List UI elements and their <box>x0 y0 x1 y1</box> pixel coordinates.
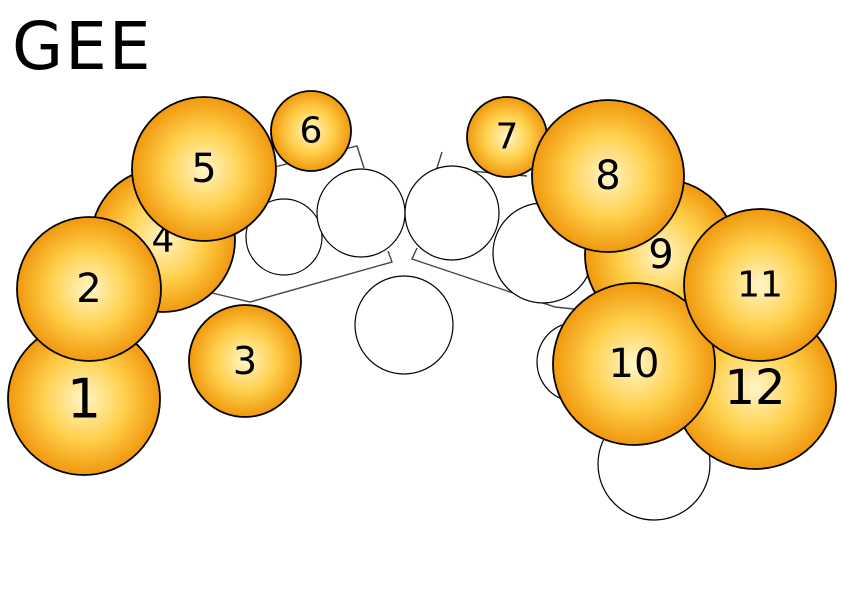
node-label-2: 2 <box>76 266 101 312</box>
node-circle-5 <box>131 96 277 242</box>
node-label-11: 11 <box>737 265 783 306</box>
node-label-1: 1 <box>67 368 101 431</box>
node-10: 10 <box>552 282 716 446</box>
empty-node-center <box>354 275 454 375</box>
node-11: 11 <box>683 208 837 362</box>
node-label-7: 7 <box>496 117 519 158</box>
node-label-8: 8 <box>595 153 620 199</box>
node-label-5: 5 <box>191 146 216 192</box>
connector-right-bracket <box>411 247 575 310</box>
node-label-9: 9 <box>648 232 673 278</box>
node-label-10: 10 <box>609 341 660 387</box>
node-3: 3 <box>188 304 302 418</box>
node-circle-2 <box>16 216 162 362</box>
diagram-title: GEE <box>12 8 153 85</box>
node-label-12: 12 <box>724 360 785 416</box>
empty-node-left-inner-a <box>245 198 323 276</box>
node-6: 6 <box>270 90 352 172</box>
node-circle-6 <box>270 90 352 172</box>
node-label-3: 3 <box>233 339 257 383</box>
node-circle-10 <box>552 282 716 446</box>
node-circle-8 <box>531 99 685 253</box>
node-circle-3 <box>188 304 302 418</box>
connector-left-bracket <box>211 250 393 303</box>
empty-node-left-inner-b <box>316 168 406 258</box>
node-label-6: 6 <box>300 111 323 152</box>
node-2: 2 <box>16 216 162 362</box>
node-5: 5 <box>131 96 277 242</box>
empty-node-right-inner-a <box>404 165 500 261</box>
node-circle-11 <box>683 208 837 362</box>
node-8: 8 <box>531 99 685 253</box>
